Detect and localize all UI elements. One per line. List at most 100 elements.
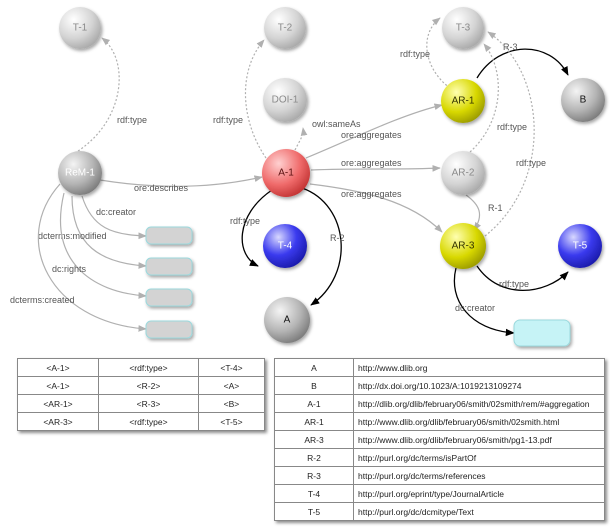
triple-row: <AR-3><rdf:type><T-5> bbox=[17, 412, 266, 431]
edge-label-a1-rdftype-t2: rdf:type bbox=[213, 115, 243, 125]
triple-row: <AR-1><R-3><B> bbox=[17, 394, 266, 413]
prefix-key: A bbox=[274, 358, 354, 377]
prefix-uri: http://www.dlib.org/dlib/february06/smit… bbox=[353, 430, 605, 449]
prefix-key: T-5 bbox=[274, 502, 354, 521]
node-label-t3: T-3 bbox=[456, 23, 471, 34]
node-doi1: DOI-1 bbox=[263, 78, 307, 122]
rdf-graph-diagram: rdf:type ore:describes dc:creator dcterm… bbox=[10, 7, 605, 347]
edge-label-ar3-rdftype-t3: rdf:type bbox=[516, 158, 546, 168]
node-label-ar2: AR-2 bbox=[452, 168, 475, 179]
node-label-t1: T-1 bbox=[73, 23, 88, 34]
edge-ar3-rdftype-t3 bbox=[484, 31, 535, 237]
node-t4: T-4 bbox=[263, 224, 307, 268]
edge-label-rem-modified: dcterms:modified bbox=[38, 231, 107, 241]
edge-label-ar1-r3: R-3 bbox=[503, 42, 518, 52]
prefix-key: AR-1 bbox=[274, 412, 354, 431]
edge-label-a1-rdftype-t4: rdf:type bbox=[230, 216, 260, 226]
prefix-uri: http://purl.org/dc/dcmitype/Text bbox=[353, 502, 605, 521]
node-label-doi1: DOI-1 bbox=[272, 95, 299, 106]
triple-subject: <A-1> bbox=[17, 358, 99, 377]
prefix-key: AR-3 bbox=[274, 430, 354, 449]
node-label-a1: A-1 bbox=[278, 168, 294, 179]
node-b: B bbox=[561, 78, 605, 122]
node-t5: T-5 bbox=[558, 224, 602, 268]
edge-label-a1-agg-ar1: ore:aggregates bbox=[341, 130, 402, 140]
node-ar3: AR-3 bbox=[440, 223, 486, 269]
edge-rem-rdftype bbox=[77, 37, 120, 152]
triple-subject: <A-1> bbox=[17, 376, 99, 395]
node-ar1: AR-1 bbox=[441, 79, 485, 123]
prefix-key: A-1 bbox=[274, 394, 354, 413]
edge-ar2-r1 bbox=[465, 194, 481, 231]
edge-label-a1-agg-ar3: ore:aggregates bbox=[341, 189, 402, 199]
edge-a1-rdftype-t2 bbox=[244, 39, 267, 159]
literal-box-created bbox=[145, 320, 193, 339]
edge-ar3-creator bbox=[453, 267, 515, 337]
edge-label-ar2-r1: R-1 bbox=[488, 203, 503, 213]
prefix-key: R-2 bbox=[274, 448, 354, 467]
edge-rem-rights bbox=[59, 192, 147, 299]
node-label-rem1: ReM-1 bbox=[65, 168, 95, 179]
edge-label-rem-describes: ore:describes bbox=[134, 183, 189, 193]
edge-a1-rdftype-t4 bbox=[241, 189, 273, 267]
triple-object: <T-4> bbox=[197, 358, 266, 377]
triple-object: <T-5> bbox=[197, 412, 266, 431]
literal-box-ar3-creator bbox=[513, 319, 571, 347]
edge-a1-agg-ar1 bbox=[305, 103, 443, 159]
edge-label-ar3-rdftype: rdf:type bbox=[499, 279, 529, 289]
triple-row: <A-1><rdf:type><T-4> bbox=[17, 358, 266, 377]
edge-rem-modified bbox=[71, 195, 147, 269]
node-label-b: B bbox=[580, 95, 587, 106]
prefix-uri: http://www.dlib.org bbox=[353, 358, 605, 377]
edge-a1-agg-ar2 bbox=[310, 165, 441, 172]
node-t2: T-2 bbox=[264, 7, 306, 49]
prefix-uri: http://purl.org/eprint/type/JournalArtic… bbox=[353, 484, 605, 503]
edge-label-ar3-creator: dc:creator bbox=[455, 303, 495, 313]
triple-object: <A> bbox=[197, 376, 266, 395]
edge-rem-describes bbox=[99, 175, 263, 187]
prefix-key: R-3 bbox=[274, 466, 354, 485]
triples-table: <A-1><rdf:type><T-4><A-1><R-2><A><AR-1><… bbox=[17, 358, 266, 431]
triple-object: <B> bbox=[197, 394, 266, 413]
prefix-uri: http://purl.org/dc/terms/isPartOf bbox=[353, 448, 605, 467]
edge-ar2-rdftype bbox=[469, 43, 499, 153]
edge-label-a1-sameas: owl:sameAs bbox=[312, 119, 361, 129]
edge-ar3-rdftype bbox=[476, 265, 569, 291]
literal-box-modified bbox=[145, 257, 193, 276]
prefix-uri: http://dlib.org/dlib/february06/smith/02… bbox=[353, 394, 605, 413]
node-ar2: AR-2 bbox=[441, 151, 485, 195]
node-rem1: ReM-1 bbox=[58, 151, 102, 195]
node-a: A bbox=[264, 297, 310, 343]
edge-rem-creator bbox=[81, 195, 147, 240]
node-label-t4: T-4 bbox=[278, 241, 293, 252]
prefix-uri: http://purl.org/dc/terms/references bbox=[353, 466, 605, 485]
node-label-ar3: AR-3 bbox=[452, 241, 475, 252]
literal-box-creator bbox=[145, 226, 193, 245]
prefix-uri: http://www.dlib.org/dlib/february06/smit… bbox=[353, 412, 605, 431]
node-t1: T-1 bbox=[59, 7, 101, 49]
node-label-t2: T-2 bbox=[278, 23, 293, 34]
edge-ar1-r3 bbox=[476, 48, 569, 79]
edge-label-ar1-rdftype: rdf:type bbox=[400, 49, 430, 59]
prefix-uri: http://dx.doi.org/10.1023/A:101921310927… bbox=[353, 376, 605, 395]
edge-label-a1-r2: R-2 bbox=[330, 233, 345, 243]
edge-rem-created bbox=[37, 183, 147, 332]
node-t3: T-3 bbox=[442, 7, 484, 49]
edge-a1-agg-ar3 bbox=[309, 183, 443, 233]
edge-label-ar2-rdftype: rdf:type bbox=[497, 122, 527, 132]
node-label-a: A bbox=[284, 315, 291, 326]
triple-row: <A-1><R-2><A> bbox=[17, 376, 266, 395]
triple-subject: <AR-3> bbox=[17, 412, 99, 431]
node-label-t5: T-5 bbox=[573, 241, 588, 252]
node-label-ar1: AR-1 bbox=[452, 96, 475, 107]
edge-label-a1-agg-ar2: ore:aggregates bbox=[341, 158, 402, 168]
